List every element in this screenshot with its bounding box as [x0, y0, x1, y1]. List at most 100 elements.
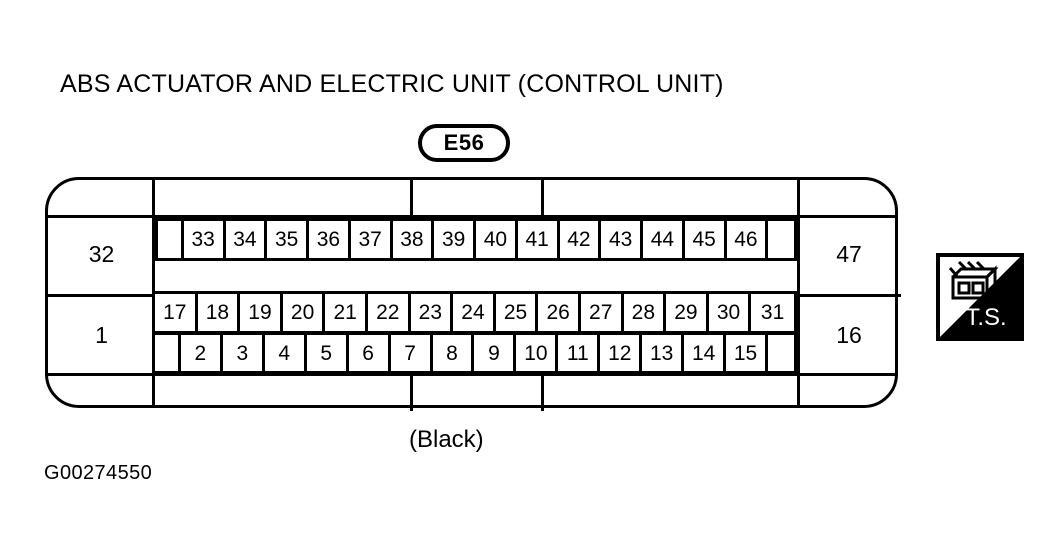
terminal-number: 2	[194, 341, 207, 365]
terminal-cell[interactable]: 17	[155, 294, 198, 331]
terminal-cell[interactable]: 18	[197, 294, 241, 331]
terminal-cell[interactable]: 45	[684, 221, 727, 258]
connector-bottom-rail	[48, 373, 895, 376]
terminal-number: 13	[650, 341, 674, 365]
terminal-cell[interactable]: 13	[642, 335, 685, 371]
terminal-cell[interactable]: 8	[432, 335, 475, 371]
terminal-number: 34	[233, 228, 257, 251]
terminal-cell[interactable]: 14	[684, 335, 727, 371]
terminal-number: 44	[650, 228, 675, 251]
terminal-cell[interactable]: 15	[726, 335, 769, 371]
terminal-cell[interactable]: 29	[666, 294, 709, 331]
terminal-cell[interactable]: 24	[453, 294, 496, 331]
terminal-number: 18	[205, 301, 230, 324]
terminal-cell[interactable]: 30	[708, 294, 752, 331]
terminal-cell[interactable]: 44	[643, 221, 685, 258]
terminal-number: 8	[446, 341, 458, 365]
terminal-cell[interactable]: 5	[306, 335, 349, 371]
terminal-number: 11	[566, 341, 589, 365]
terminal-right-lower[interactable]: 16	[800, 297, 898, 373]
terminal-number: 5	[320, 341, 333, 365]
terminal-right-upper[interactable]: 47	[800, 215, 898, 294]
terminal-number: 29	[674, 301, 698, 324]
terminal-number: 4	[278, 341, 291, 365]
terminal-row-top: 33 34 35 36 37 38 39 40 41 42 43 44 45 46	[155, 218, 797, 261]
terminal-cell[interactable]: 9	[474, 335, 517, 371]
terminal-cell[interactable]: 25	[495, 294, 539, 331]
terminal-number: 30	[716, 301, 741, 324]
terminal-cell[interactable]: 28	[623, 294, 667, 331]
terminal-number: 17	[163, 301, 187, 324]
terminal-number: 21	[333, 301, 357, 324]
terminal-cell[interactable]: 3	[222, 335, 265, 371]
terminal-cell[interactable]: 46	[726, 221, 769, 258]
terminal-number: 15	[733, 341, 758, 365]
terminal-number: 33	[191, 228, 215, 251]
terminal-cell[interactable]: 10	[516, 335, 559, 371]
terminal-number: 14	[691, 341, 716, 365]
connector-color-caption: (Black)	[409, 426, 484, 453]
terminal-cell[interactable]: 40	[476, 221, 518, 258]
terminal-left-upper-label: 32	[88, 241, 115, 267]
connector-top-tick-1	[410, 180, 413, 215]
terminal-number: 25	[503, 301, 528, 324]
terminal-cell[interactable]: 34	[225, 221, 268, 258]
page-title: ABS ACTUATOR AND ELECTRIC UNIT (CONTROL …	[60, 70, 724, 98]
terminal-cell[interactable]: 11	[558, 335, 601, 371]
terminal-number: 39	[441, 228, 466, 251]
terminal-cell[interactable]: 21	[325, 294, 368, 331]
terminal-number: 41	[525, 228, 549, 251]
terminal-cell[interactable]: 43	[601, 221, 644, 258]
connector-plug-icon: T.S.	[940, 257, 1020, 337]
left-endcell-divider	[48, 294, 155, 297]
terminal-number: 19	[248, 301, 272, 324]
connector-id-badge: E56	[418, 124, 510, 162]
connector-right-divider	[797, 180, 800, 405]
terminal-left-upper[interactable]: 32	[51, 215, 152, 294]
terminal-number: 45	[692, 228, 716, 251]
terminal-number: 36	[316, 228, 341, 251]
terminal-number: 31	[760, 301, 785, 324]
terminal-cell[interactable]: 37	[350, 221, 393, 258]
terminal-number: 40	[483, 228, 508, 251]
terminal-cell[interactable]: 20	[282, 294, 326, 331]
terminal-cell[interactable]: 19	[240, 294, 283, 331]
terminal-right-upper-label: 47	[836, 241, 862, 267]
terminal-cell[interactable]: 4	[264, 335, 307, 371]
connector-top-rail	[48, 215, 895, 218]
terminal-cell[interactable]: 27	[580, 294, 624, 331]
terminal-number: 20	[290, 301, 315, 324]
terminal-cell[interactable]: 36	[309, 221, 351, 258]
terminal-cell[interactable]: 31	[751, 294, 794, 331]
terminal-cell[interactable]: 33	[183, 221, 226, 258]
terminal-cell[interactable]: 23	[410, 294, 454, 331]
terminal-cell[interactable]: 42	[559, 221, 602, 258]
terminal-cell[interactable]: 39	[434, 221, 477, 258]
terminal-cell[interactable]: 26	[538, 294, 581, 331]
terminal-cell[interactable]: 12	[600, 335, 643, 371]
terminal-number: 9	[488, 341, 500, 365]
connector-bottom-tick-1	[410, 376, 413, 411]
terminal-number: 37	[358, 228, 382, 251]
terminal-number: 35	[274, 228, 299, 251]
terminal-number: 42	[567, 228, 591, 251]
terminal-number: 43	[608, 228, 633, 251]
terminal-number: 7	[404, 341, 416, 365]
terminal-number: 12	[608, 341, 632, 365]
terminal-cell[interactable]: 7	[390, 335, 433, 371]
terminal-cell[interactable]: 6	[348, 335, 391, 371]
ts-badge: T.S.	[936, 253, 1024, 341]
terminal-left-lower-label: 1	[95, 321, 108, 348]
terminal-number: 22	[376, 301, 400, 324]
right-endcell-divider	[797, 294, 901, 297]
terminal-cell[interactable]: 2	[180, 335, 223, 371]
terminal-number: 10	[524, 341, 548, 365]
terminal-left-lower[interactable]: 1	[51, 297, 152, 373]
terminal-cell[interactable]: 38	[392, 221, 435, 258]
terminal-cell[interactable]: 35	[267, 221, 310, 258]
terminal-cell[interactable]: 41	[517, 221, 560, 258]
terminal-number: 6	[362, 341, 374, 365]
terminal-cell[interactable]: 22	[367, 294, 411, 331]
